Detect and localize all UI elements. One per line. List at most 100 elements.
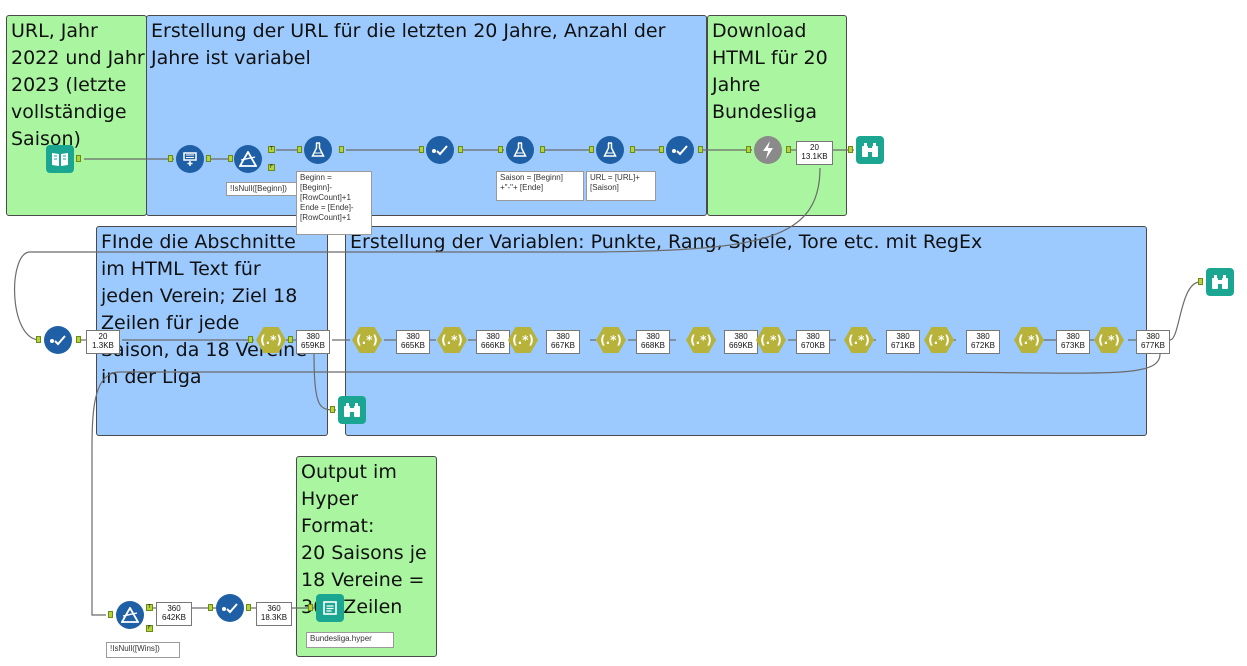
regex-tool[interactable]: (.*)	[844, 327, 874, 353]
input-anchor[interactable]	[297, 146, 302, 153]
formula-annotation: URL = [URL]+ [Saison]	[586, 171, 656, 201]
output-anchor[interactable]	[630, 146, 635, 153]
text-input-tool[interactable]	[46, 145, 74, 173]
output-file-icon	[323, 601, 337, 615]
select-tool[interactable]	[426, 136, 454, 164]
regex-tool[interactable]: (.*)	[508, 327, 538, 353]
false-anchor[interactable]: F	[268, 164, 275, 171]
record-count-badge: 20 13.1KB	[796, 141, 833, 165]
input-anchor[interactable]	[36, 336, 41, 343]
checkmark-icon	[50, 335, 66, 346]
filter-tool[interactable]	[234, 145, 262, 173]
record-count-badge: 380 667KB	[546, 330, 580, 354]
record-count-badge: 20 1.3KB	[86, 330, 120, 354]
container-title: URL, Jahr 2022 und Jahr 2023 (letzte vol…	[11, 20, 145, 150]
container-title: FInde die Abschnitte im HTML Text für je…	[101, 231, 307, 388]
input-anchor[interactable]	[419, 146, 424, 153]
output-anchor[interactable]	[288, 336, 293, 343]
container-title: Download HTML für 20 Jahre Bundesliga	[712, 20, 828, 123]
formula-annotation: Saison = [Beginn] +"-"+ [Ende]	[496, 171, 584, 201]
true-anchor[interactable]: T	[146, 604, 153, 611]
browse-tool[interactable]	[856, 136, 884, 164]
checkmark-icon	[222, 603, 238, 614]
regex-tool[interactable]: (.*)	[756, 327, 786, 353]
regex-tool[interactable]: (.*)	[1094, 327, 1124, 353]
formula-tool[interactable]	[596, 136, 624, 164]
record-count-badge: 380 672KB	[966, 330, 1000, 354]
record-count-badge: 380 671KB	[886, 330, 920, 354]
regex-tool[interactable]: (.*)	[596, 327, 626, 353]
container-input[interactable]: URL, Jahr 2022 und Jahr 2023 (letzte vol…	[6, 15, 147, 216]
flask-icon	[513, 142, 527, 157]
input-anchor[interactable]	[498, 146, 503, 153]
browse-tool[interactable]	[1206, 268, 1234, 296]
binoculars-icon	[344, 403, 360, 417]
record-count-badge: 380 668KB	[636, 330, 670, 354]
output-anchor[interactable]	[76, 155, 81, 162]
record-count-badge: 380 670KB	[796, 330, 830, 354]
lightning-icon	[763, 141, 773, 159]
regex-tool[interactable]: (.*)	[924, 327, 954, 353]
regex-tool[interactable]: (.*)	[352, 327, 382, 353]
input-anchor[interactable]	[208, 604, 213, 611]
record-count-badge: 380 659KB	[296, 330, 330, 354]
regex-tool[interactable]: (.*)	[686, 327, 716, 353]
regex-tool[interactable]: (.*)	[256, 327, 286, 353]
record-count-badge: 380 669KB	[724, 330, 758, 354]
filter-annotation: !IsNull([Wins])	[106, 642, 180, 658]
select-tool[interactable]	[216, 594, 244, 622]
true-anchor[interactable]: T	[268, 146, 275, 153]
input-anchor[interactable]	[589, 146, 594, 153]
container-title: Erstellung der URL für die letzten 20 Ja…	[151, 20, 666, 69]
input-anchor[interactable]	[108, 611, 113, 618]
output-anchor[interactable]	[786, 146, 791, 153]
select-tool[interactable]	[666, 136, 694, 164]
filter-annotation: !IsNull([Beginn])	[226, 182, 298, 196]
output-anchor[interactable]	[246, 604, 251, 611]
container-output[interactable]: Output im Hyper Format: 20 Saisons je 18…	[296, 456, 437, 657]
checkmark-icon	[432, 145, 448, 156]
record-count-badge: 380 665KB	[396, 330, 430, 354]
formula-tool[interactable]	[304, 136, 332, 164]
record-count-badge: 380 673KB	[1056, 330, 1090, 354]
output-anchor[interactable]	[339, 146, 344, 153]
record-count-badge: 360 18.3KB	[256, 602, 292, 626]
flask-icon	[311, 142, 325, 157]
binoculars-icon	[1212, 275, 1228, 289]
output-anchor[interactable]	[76, 336, 81, 343]
checkmark-icon	[672, 145, 688, 156]
input-anchor[interactable]	[330, 406, 335, 413]
regex-tool[interactable]: (.*)	[437, 327, 467, 353]
input-anchor[interactable]	[746, 146, 751, 153]
output-anchor[interactable]	[458, 146, 463, 153]
filter-icon	[239, 151, 257, 167]
regex-tool[interactable]: (.*)	[1014, 327, 1044, 353]
formula-tool[interactable]	[506, 136, 534, 164]
output-anchor[interactable]	[206, 155, 211, 162]
input-anchor[interactable]	[848, 146, 853, 153]
container-download[interactable]: Download HTML für 20 Jahre Bundesliga	[707, 15, 847, 216]
input-anchor[interactable]	[248, 336, 253, 343]
container-find-sections[interactable]: FInde die Abschnitte im HTML Text für je…	[96, 226, 328, 436]
input-anchor[interactable]	[1198, 278, 1203, 285]
input-anchor[interactable]	[168, 155, 173, 162]
generate-rows-icon	[183, 152, 197, 166]
filter-tool[interactable]	[116, 601, 144, 629]
record-count-badge: 380 677KB	[1136, 330, 1170, 354]
output-anchor[interactable]	[698, 146, 703, 153]
generate-rows-tool[interactable]	[176, 145, 204, 173]
input-anchor[interactable]	[659, 146, 664, 153]
select-tool[interactable]	[44, 326, 72, 354]
output-data-tool[interactable]	[316, 594, 344, 622]
false-anchor[interactable]: F	[146, 625, 153, 632]
record-count-badge: 360 642KB	[156, 602, 192, 626]
browse-tool[interactable]	[338, 396, 366, 424]
record-count-badge: 380 666KB	[476, 330, 510, 354]
container-title: Output im Hyper Format: 20 Saisons je 18…	[301, 461, 427, 618]
input-anchor[interactable]	[308, 604, 313, 611]
input-anchor[interactable]	[228, 155, 233, 162]
output-anchor[interactable]	[540, 146, 545, 153]
book-icon	[52, 153, 68, 166]
download-tool[interactable]	[754, 136, 782, 164]
